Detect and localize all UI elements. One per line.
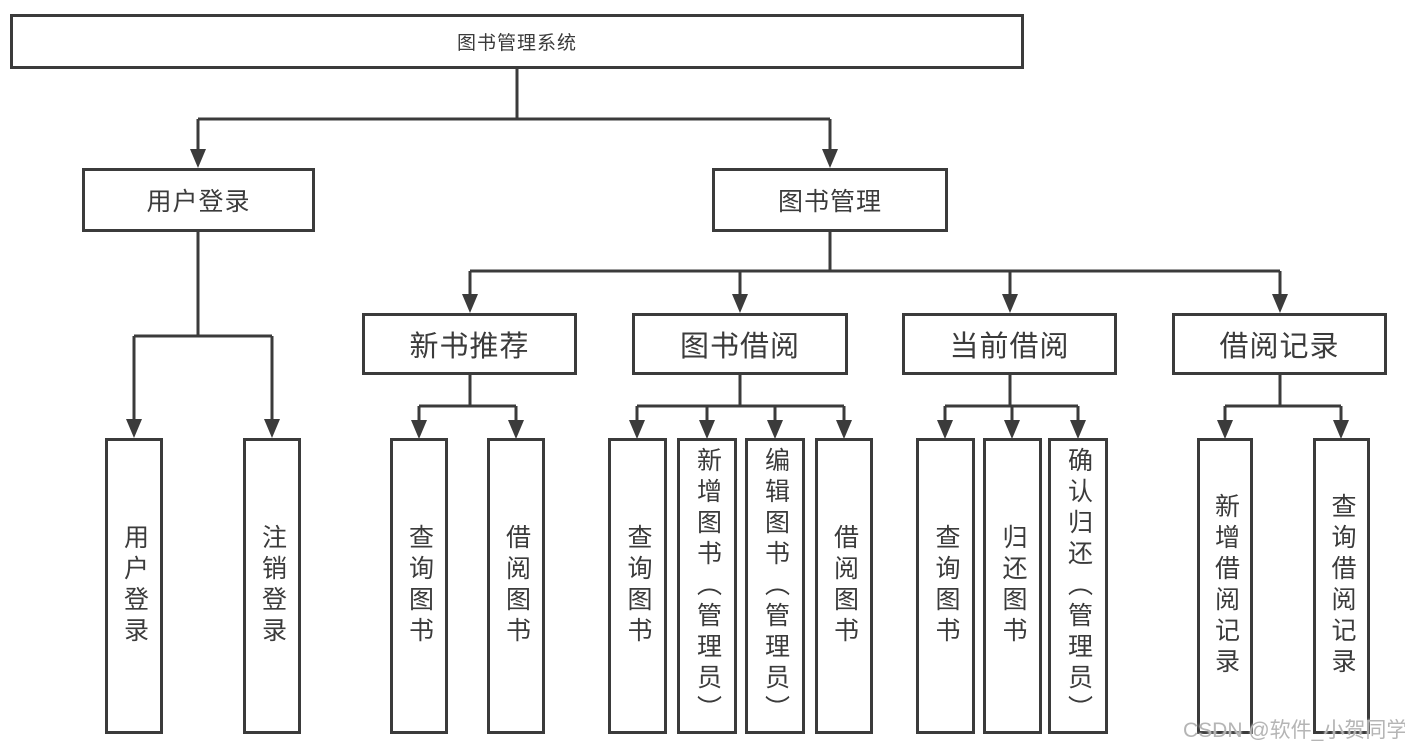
node-user-login: 用户登录 [82, 168, 315, 232]
leaf-return-book: 归还图书 [983, 438, 1042, 734]
leaf-current-query-books: 查询图书 [916, 438, 975, 734]
leaf-edit-book-admin-label: 编辑图书（管理员） [761, 446, 790, 726]
leaf-new-books-query-books-label: 查询图书 [405, 524, 434, 648]
leaf-current-query-books-label: 查询图书 [932, 524, 960, 648]
connector-book-borrow-to-leaves [629, 375, 852, 439]
node-current-borrowing-label: 当前借阅 [949, 331, 1070, 363]
connector-book-management-to-sections [462, 232, 1288, 313]
leaf-borrow-books: 借阅图书 [815, 438, 873, 734]
node-current-borrowing: 当前借阅 [902, 313, 1117, 375]
node-book-borrowing-label: 图书借阅 [679, 331, 800, 363]
leaf-new-books-borrow-books: 借阅图书 [487, 438, 545, 734]
node-borrowing-records: 借阅记录 [1172, 313, 1387, 375]
connector-current-borrow-to-leaves [937, 375, 1086, 439]
node-new-book-recommendation: 新书推荐 [362, 313, 577, 375]
leaf-edit-book-admin: 编辑图书（管理员） [745, 438, 805, 734]
connector-user-login-to-leaves [126, 232, 280, 438]
node-book-borrowing: 图书借阅 [632, 313, 848, 375]
leaf-query-borrow-record: 查询借阅记录 [1313, 438, 1370, 734]
leaf-add-borrow-record-label: 新增借阅记录 [1211, 493, 1240, 679]
node-borrowing-records-label: 借阅记录 [1219, 331, 1340, 363]
leaf-user-login: 用户登录 [105, 438, 163, 734]
node-library-management-system: 图书管理系统 [10, 14, 1024, 69]
leaf-borrow-query-books-label: 查询图书 [624, 524, 652, 648]
leaf-user-login-label: 用户登录 [120, 524, 149, 648]
leaf-borrow-query-books: 查询图书 [608, 438, 667, 734]
csdn-watermark: CSDN @软件_小贺同学 [1183, 719, 1405, 742]
leaf-logout: 注销登录 [243, 438, 301, 734]
node-user-login-label: 用户登录 [146, 188, 251, 216]
leaf-add-book-admin: 新增图书（管理员） [677, 438, 737, 734]
leaf-new-books-query-books: 查询图书 [390, 438, 448, 734]
node-book-management: 图书管理 [712, 168, 948, 232]
connector-borrow-records-to-leaves [1217, 375, 1349, 439]
leaf-return-book-label: 归还图书 [999, 524, 1027, 648]
leaf-borrow-books-label: 借阅图书 [830, 524, 859, 648]
leaf-new-books-borrow-books-label: 借阅图书 [502, 524, 531, 648]
leaf-add-book-admin-label: 新增图书（管理员） [693, 446, 722, 726]
connector-root-to-level2 [190, 69, 838, 168]
leaf-query-borrow-record-label: 查询借阅记录 [1328, 493, 1356, 679]
node-book-management-label: 图书管理 [777, 188, 882, 216]
leaf-add-borrow-record: 新增借阅记录 [1197, 438, 1253, 734]
connector-new-books-to-leaves [411, 375, 524, 439]
node-new-book-recommendation-label: 新书推荐 [409, 331, 530, 363]
leaf-confirm-return-admin: 确认归还（管理员） [1048, 438, 1108, 734]
node-library-management-system-label: 图书管理系统 [456, 33, 577, 54]
leaf-confirm-return-admin-label: 确认归还（管理员） [1064, 446, 1093, 726]
leaf-logout-label: 注销登录 [258, 524, 287, 648]
